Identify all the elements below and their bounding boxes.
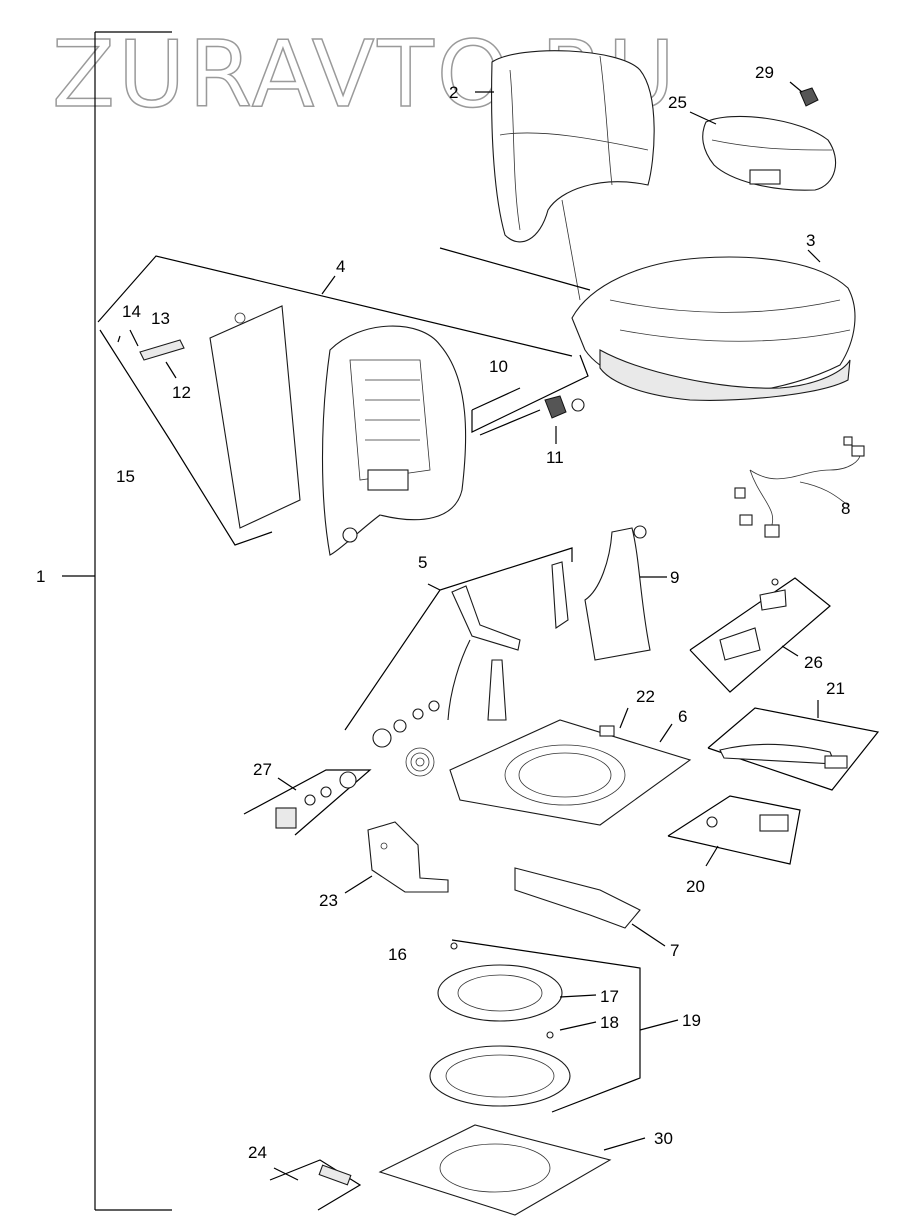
wiring-harness (734, 436, 865, 538)
pin-key-part (269, 1159, 362, 1211)
callout-27: 27 (253, 760, 272, 779)
callout-11: 11 (546, 448, 564, 467)
screw-small (117, 329, 139, 347)
callout-12: 12 (172, 383, 191, 402)
callout-4: 4 (336, 257, 345, 276)
callout-10: 10 (489, 357, 508, 376)
swivel-ring-group (429, 939, 679, 1113)
side-rail-bracket (514, 867, 666, 947)
callout-1: 1 (36, 567, 45, 586)
callout-labels: 1 2 3 4 5 6 7 8 9 10 11 12 13 14 15 16 1… (36, 63, 850, 1162)
callout-13: 13 (151, 309, 170, 328)
callout-20: 20 (686, 877, 705, 896)
callout-30: 30 (654, 1129, 673, 1148)
callout-9: 9 (670, 568, 679, 587)
callout-29: 29 (755, 63, 774, 82)
lock-assembly (689, 577, 831, 693)
callout-14: 14 (122, 302, 141, 321)
lever-group (344, 547, 573, 777)
callout-2: 2 (449, 83, 458, 102)
seat-base-frame (449, 707, 692, 826)
callout-22: 22 (636, 687, 655, 706)
callout-26: 26 (804, 653, 823, 672)
clip-part (789, 81, 819, 107)
handle-part (139, 339, 185, 379)
bushing-group (243, 769, 372, 836)
adjust-rod-group (471, 354, 589, 444)
callout-25: 25 (668, 93, 687, 112)
seat-cushion (439, 247, 856, 401)
assembly-bracket (62, 31, 172, 1211)
callout-7: 7 (670, 941, 679, 960)
callout-3: 3 (806, 231, 815, 250)
back-panel (99, 305, 301, 546)
switch-group (667, 795, 801, 867)
callout-17: 17 (600, 987, 619, 1006)
armrest-lever (707, 700, 880, 791)
callout-16: 16 (388, 945, 407, 964)
bracket-plate (584, 525, 667, 661)
backrest-cushion (475, 50, 655, 301)
callout-18: 18 (600, 1013, 619, 1032)
callout-21: 21 (826, 679, 845, 698)
callout-19: 19 (682, 1011, 701, 1030)
callout-15: 15 (116, 467, 135, 486)
armrest-pad (689, 111, 837, 191)
callout-8: 8 (841, 499, 850, 518)
base-plate (378, 1124, 646, 1216)
callout-6: 6 (678, 707, 687, 726)
side-bracket (344, 821, 449, 894)
callout-5: 5 (418, 553, 427, 572)
callout-23: 23 (319, 891, 338, 910)
backrest-frame-group (97, 255, 573, 556)
callout-24: 24 (248, 1143, 267, 1162)
